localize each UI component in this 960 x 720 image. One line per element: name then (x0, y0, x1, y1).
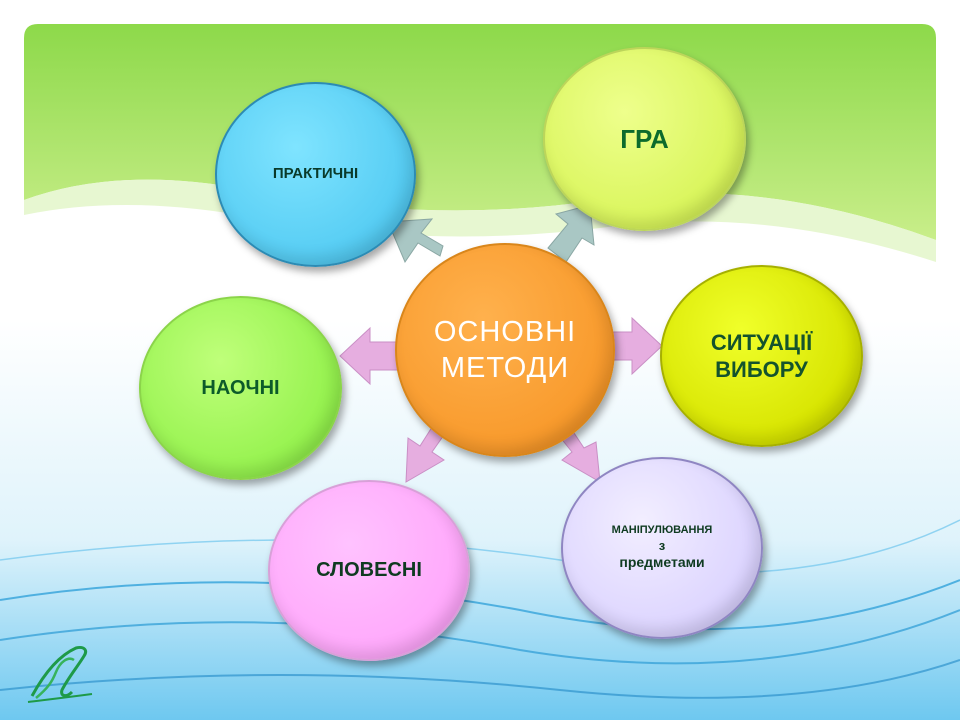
node-choice-label-line1: СИТУАЦІЇ (710, 329, 813, 355)
node-verbal-label: СЛОВЕСНІ (316, 559, 422, 581)
node-game: ГРА (543, 47, 746, 231)
monogram-logo-icon (27, 646, 93, 703)
node-game-label: ГРА (620, 123, 669, 154)
node-manipulation: МАНІПУЛЮВАННЯ з предметами (561, 457, 763, 639)
node-practical: ПРАКТИЧНІ (215, 82, 416, 267)
node-choice-label-line2: ВИБОРУ (715, 357, 808, 382)
center-label-line1: ОСНОВНІ (433, 315, 577, 348)
node-practical-label: ПРАКТИЧНІ (272, 165, 359, 183)
center-node: ОСНОВНІ МЕТОДИ (395, 243, 615, 457)
node-manipulation-label-line3: предметами (619, 554, 705, 571)
node-manipulation-label-line1: МАНІПУЛЮВАННЯ (611, 524, 713, 537)
node-manipulation-label-line2: з (658, 538, 666, 553)
center-label-line2: МЕТОДИ (440, 352, 570, 384)
node-visual: НАОЧНІ (139, 296, 342, 480)
node-visual-label: НАОЧНІ (201, 376, 280, 399)
arrow-to-visual (339, 326, 401, 386)
arrow-to-game (547, 204, 595, 263)
node-choice: СИТУАЦІЇ ВИБОРУ (660, 265, 863, 447)
arrow-to-practical (387, 218, 444, 264)
node-verbal: СЛОВЕСНІ (268, 480, 470, 661)
